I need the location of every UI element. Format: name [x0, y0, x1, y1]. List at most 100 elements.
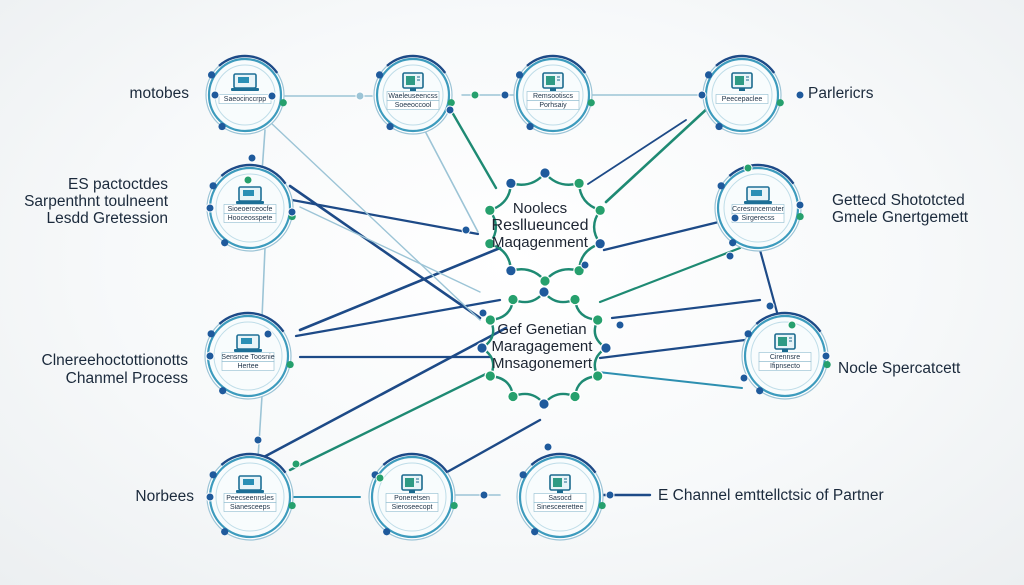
connection-line	[288, 184, 482, 320]
node-satellite-dot	[221, 528, 229, 536]
hub-ring	[488, 172, 602, 282]
hub-node-dot	[507, 293, 519, 306]
connection-line	[260, 326, 508, 460]
node-arc	[220, 163, 287, 185]
connection-line	[257, 395, 263, 459]
connector-dot	[795, 90, 805, 100]
node-card-text: Saeocinccrpp	[224, 96, 267, 103]
node-card-text: Peecseennsles	[226, 495, 274, 502]
connection-line	[299, 206, 481, 293]
node-card-text: Waeleuseencss	[388, 93, 438, 100]
connection-line	[269, 121, 481, 321]
node-card-text: Sinesceerettee	[537, 504, 584, 511]
hub-node-dot	[569, 390, 581, 403]
connection-line	[604, 104, 712, 204]
node-satellite-dot	[209, 471, 217, 479]
node-card-text: Sirgerecss	[741, 215, 775, 222]
label-mid-right: Gettecd Shototcted Gmele Gnertgemett	[832, 192, 969, 226]
node-arc	[220, 452, 287, 474]
node-satellite-dot	[375, 71, 384, 79]
laptop-icon	[234, 334, 262, 352]
connection-line	[587, 119, 687, 185]
laptop-icon	[236, 475, 264, 493]
node-card-line-bg	[221, 361, 275, 371]
node-arc	[218, 54, 279, 74]
connector-dot	[291, 459, 301, 469]
node-satellite-dot	[598, 501, 606, 510]
hub-node-dot	[591, 314, 604, 326]
node-card-line-bg	[526, 100, 580, 110]
node-inner-ring	[377, 462, 447, 532]
hub-node-dot	[591, 370, 604, 382]
node-card-text: Sensnce Toosnie	[221, 354, 274, 361]
hub-ring	[481, 291, 607, 405]
node-satellite-dot	[207, 71, 216, 79]
connector-dot	[580, 260, 590, 270]
node-arc	[218, 311, 285, 333]
node-satellite-dot	[279, 99, 287, 107]
connector-dot	[725, 251, 735, 261]
connector-dot	[210, 90, 220, 100]
connector-dot	[445, 105, 455, 115]
node-arc	[728, 163, 795, 185]
connector-dot	[263, 329, 273, 339]
node-card-text: Remsootiscs	[533, 93, 574, 100]
hub-node-dot	[539, 275, 551, 287]
node-card-text: Cirennsre	[770, 354, 800, 361]
connection-lines	[257, 94, 780, 498]
connector-dot	[375, 473, 385, 483]
node-arc	[386, 54, 447, 74]
connector-dot	[821, 351, 831, 361]
node-satellite-dot	[221, 239, 229, 247]
node-card-line-bg	[715, 94, 769, 104]
node-inner-ring	[711, 64, 773, 126]
node-card-text: Porhsaiy	[539, 102, 567, 109]
node-satellite-dot	[288, 501, 296, 510]
node-card-text: Hooceosspete	[228, 215, 273, 222]
connector-dot	[500, 90, 510, 100]
connector-dot	[543, 442, 553, 452]
central-hubs	[476, 167, 612, 410]
monitor-icon	[402, 72, 424, 91]
node-satellite-dot	[729, 239, 737, 247]
connector-dot	[205, 351, 215, 361]
connector-dot	[479, 490, 489, 500]
node-satellite-dot	[744, 330, 752, 338]
connector-dot	[247, 153, 257, 163]
connection-line	[450, 110, 498, 190]
connector-dot	[478, 308, 488, 318]
node-satellite-dot	[218, 122, 226, 131]
node-card-line-bg	[758, 361, 812, 371]
node-card-line-bg	[385, 502, 439, 512]
node-card-line-bg	[223, 213, 277, 223]
connector-dot	[739, 373, 749, 383]
connection-line	[598, 338, 747, 360]
node-card-text: Peecepaclee	[722, 96, 763, 103]
hub-node-dot	[594, 237, 606, 250]
connector-dots	[205, 90, 831, 502]
connector-dot	[461, 225, 471, 235]
node-inner-ring	[750, 321, 820, 391]
node-card-line-bg	[533, 502, 587, 512]
connector-dot	[765, 301, 775, 311]
laptop-icon	[236, 186, 264, 204]
label-lower-left: Clnereehoctottionotts Chanmel Process	[41, 352, 188, 387]
node-card-line-bg	[386, 100, 440, 110]
connector-dot	[730, 213, 740, 223]
node-satellite-dot	[756, 387, 764, 395]
node-card-text: Ccresnncernoter	[732, 206, 784, 213]
connector-dot	[615, 320, 625, 330]
hub-node-dot	[484, 314, 497, 326]
hub-node-dot	[484, 370, 497, 382]
node-satellite-dot	[447, 99, 455, 107]
hub-node-dot	[573, 264, 585, 277]
node-card-text: Sasocd	[548, 495, 571, 502]
connector-dot	[205, 492, 215, 502]
laptop-icon	[744, 186, 772, 204]
hub-node-dot	[538, 398, 550, 410]
node-inner-ring	[215, 173, 285, 243]
